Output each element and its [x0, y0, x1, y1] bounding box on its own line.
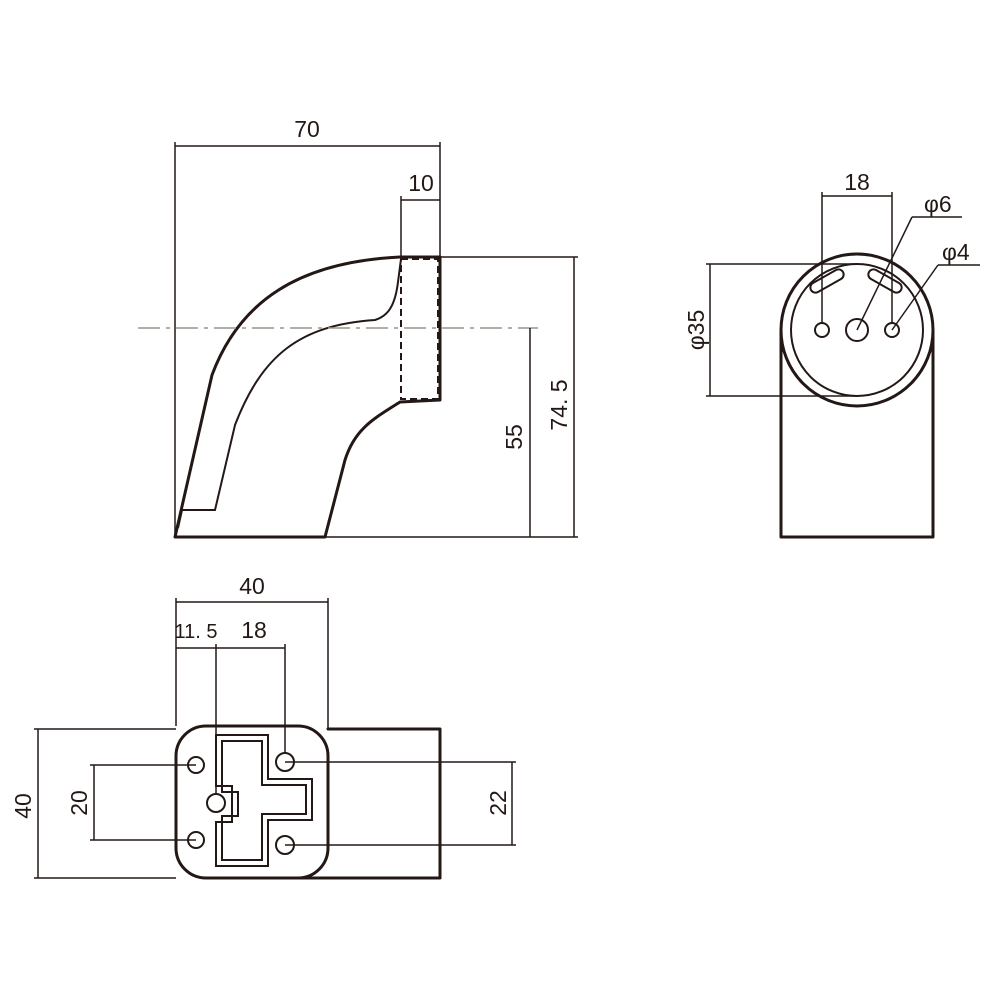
- plan-view-cross-recess: [215, 734, 313, 867]
- dim-width-label: 40: [239, 573, 265, 599]
- plan-view-plate: [174, 724, 330, 880]
- end-view-body: [779, 328, 935, 539]
- side-view: 70 10 55 74. 5: [138, 116, 578, 539]
- end-view-center-hole: [845, 318, 869, 342]
- leader-phi4: [891, 264, 939, 331]
- end-view-left-hole: [814, 322, 830, 338]
- plan-view-block: [266, 727, 442, 880]
- dim-outer-dia-label: φ35: [683, 310, 709, 351]
- dim-flange-width-label: 10: [408, 170, 434, 196]
- end-view-right-slot: [867, 268, 903, 294]
- side-view-inner-tail: [177, 509, 183, 529]
- dim-small-hole-dia-label: φ4: [942, 239, 970, 265]
- side-view-hidden-flange: [400, 258, 439, 400]
- plan-view: 40 11. 5 18 20 40 22: [10, 573, 516, 880]
- side-view-inner-recess: [182, 258, 402, 511]
- dim-hole-pitch-label: 18: [844, 169, 870, 195]
- side-view-outline: [173, 255, 442, 539]
- dim-overall-width-label: 70: [294, 116, 320, 142]
- end-view: 18 φ6 φ4 φ35: [683, 169, 980, 539]
- end-view-left-slot: [809, 268, 845, 294]
- plan-view-hole-center: [206, 793, 226, 813]
- dim-overall-height-label: 74. 5: [546, 379, 572, 430]
- dim-offset-label: 11. 5: [175, 621, 218, 643]
- dim-center-height-label: 55: [501, 424, 527, 450]
- end-view-outer-circle: [779, 252, 935, 408]
- dim-large-hole-dia-label: φ6: [924, 191, 952, 217]
- plan-view-cross-inner: [221, 740, 307, 861]
- dim-plan-hole-pitch-label: 18: [241, 617, 267, 643]
- dim-depth-label: 40: [10, 793, 36, 819]
- dim-left-hole-spacing-label: 20: [66, 790, 92, 816]
- leader-phi6: [856, 216, 913, 331]
- dim-right-hole-spacing-label: 22: [485, 790, 511, 816]
